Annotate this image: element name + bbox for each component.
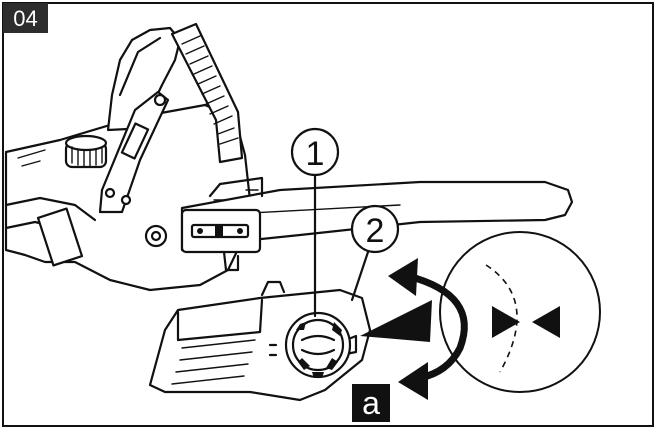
- figure-number-tag: 04: [3, 3, 48, 33]
- detail-dashed-arc: [485, 264, 518, 373]
- detail-view: [439, 231, 601, 393]
- callout-2: 2: [350, 204, 400, 302]
- figure-number: 04: [13, 6, 37, 31]
- chain-brake-panel: [170, 22, 244, 164]
- callout-2-label: 2: [366, 212, 385, 250]
- alignment-mark-left: [492, 306, 520, 338]
- tensioner-knob: [284, 311, 352, 379]
- rear-grip-slot: [36, 207, 84, 267]
- chainsaw: [4, 22, 574, 292]
- rotation-arrow-head-bottom: [398, 362, 428, 400]
- brake-panel-hatching: [181, 35, 239, 145]
- oil-tank-cap: [64, 134, 108, 169]
- rear-handle: [4, 196, 97, 222]
- detail-pointer: [360, 300, 432, 342]
- callout-1: 1: [290, 127, 340, 318]
- step-label-text: a: [362, 385, 380, 421]
- step-label-a: a: [352, 384, 390, 422]
- alignment-mark-right: [532, 306, 560, 338]
- callout-1-label: 1: [306, 135, 325, 173]
- rotation-arrow: [388, 258, 468, 400]
- detail-circle: [439, 231, 601, 393]
- rotation-arrow-head-top: [388, 258, 418, 296]
